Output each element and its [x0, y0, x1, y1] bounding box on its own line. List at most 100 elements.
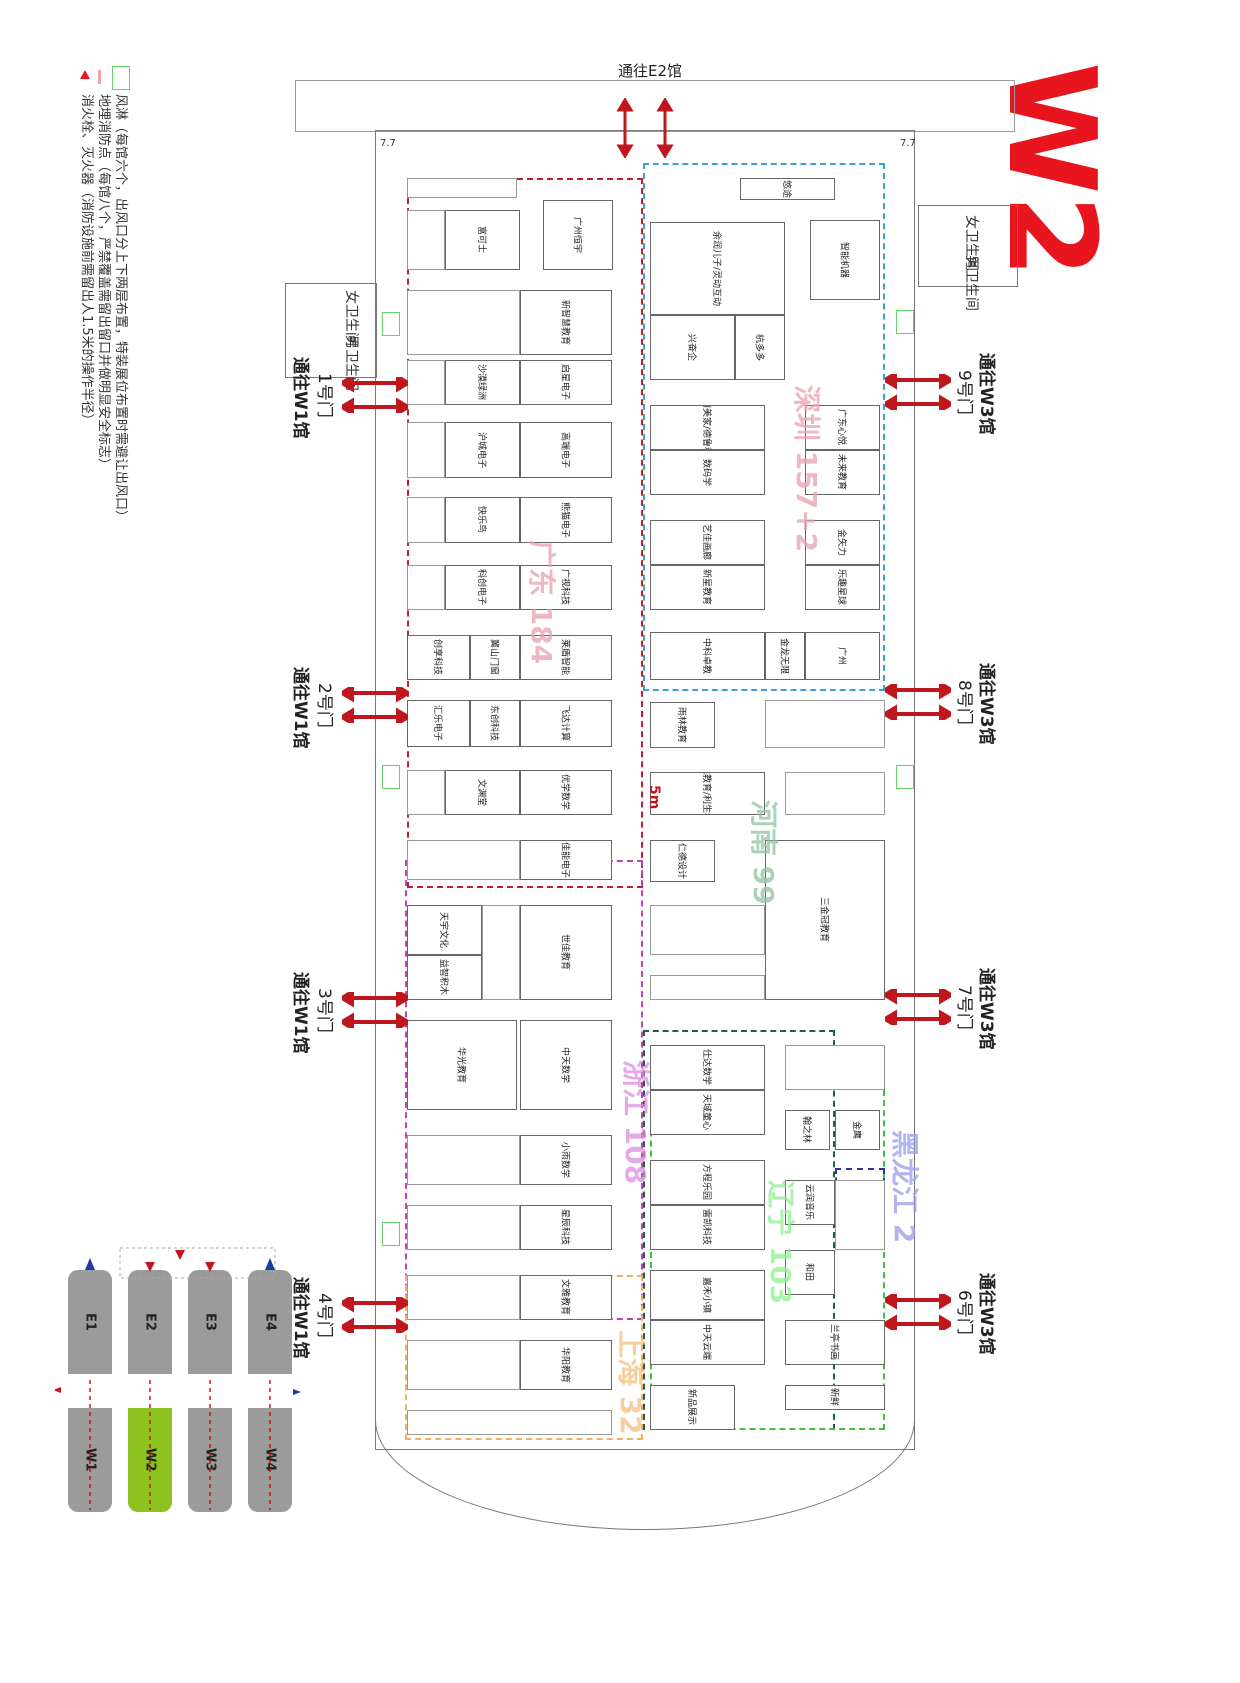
booth[interactable]: 新鲜: [785, 1385, 885, 1410]
booth-name: 新鲜: [828, 1388, 839, 1407]
booth[interactable]: 创享科技: [407, 635, 470, 680]
booth[interactable]: 未来教育: [805, 450, 880, 495]
door-number-left[interactable]: 1号门: [314, 373, 334, 418]
booth-name: 三金冠教育: [818, 897, 829, 943]
booth[interactable]: 兰亭书画: [785, 1320, 885, 1365]
legend-fire-point: 地埋消防点（每馆八个，严禁覆盖需留出留口并做明显安全标志）: [96, 94, 111, 472]
booth[interactable]: 数码学: [650, 450, 765, 495]
booth[interactable]: 三金冠教育: [765, 840, 885, 1000]
door-number-right[interactable]: 9号门: [954, 370, 974, 415]
booth-name: 小雨数学: [559, 1141, 570, 1178]
booth[interactable]: 文雅教育: [520, 1275, 612, 1320]
booth[interactable]: 华光教育: [407, 1020, 517, 1110]
booth[interactable]: 佳能电子: [520, 840, 612, 880]
minimap-hall-label: W4: [262, 1448, 278, 1472]
booth-name: 智能机器: [838, 241, 849, 278]
booth[interactable]: 熊猫电子: [520, 497, 612, 543]
booth-name: 华阳教育: [559, 1346, 570, 1383]
booth[interactable]: 中科卓教: [650, 632, 765, 680]
booth[interactable]: 莱盾智能: [520, 635, 612, 680]
door-arrows-right: [885, 374, 951, 410]
booth-small: [407, 770, 445, 815]
booth-name: 嘉禾小镇: [701, 1276, 711, 1313]
booth[interactable]: 金龙无限: [765, 632, 805, 680]
booth[interactable]: 优学数学: [520, 770, 612, 815]
booth[interactable]: 汇乐电子: [407, 700, 470, 747]
booth[interactable]: 智能机器: [810, 220, 880, 300]
booth[interactable]: 仁德设计: [650, 840, 715, 882]
booth[interactable]: 嘉禾小镇: [650, 1270, 765, 1320]
hall-title: W2: [981, 62, 1120, 278]
minimap-flow-arrows: [55, 1247, 301, 1510]
booth[interactable]: 方程乐园: [650, 1160, 765, 1205]
booth-name: 未来教育: [836, 454, 846, 491]
booth[interactable]: 快乐鸟: [445, 497, 520, 543]
booth[interactable]: 广州恒宇: [543, 200, 613, 270]
booth[interactable]: 富可士: [445, 210, 520, 270]
region-henan-border: [643, 1030, 835, 1430]
booth[interactable]: 东创科技: [470, 700, 520, 747]
region-shenzhen-border: [643, 163, 885, 691]
booth[interactable]: 飞达计算: [520, 700, 612, 747]
booth[interactable]: 天宇文化: [407, 905, 482, 955]
booth[interactable]: 中天云端: [650, 1320, 765, 1365]
region-label-guangdong: 广东 184: [525, 540, 558, 665]
door-number-left[interactable]: 3号门: [314, 988, 334, 1033]
booth[interactable]: 雨林教育: [650, 702, 715, 748]
booth[interactable]: 金矢力: [805, 520, 880, 565]
booth[interactable]: 大丽美家/德鲁科技: [650, 405, 765, 450]
booth[interactable]: 科创电子: [445, 565, 520, 610]
exit-to-w1-label: 通往W1馆: [290, 357, 310, 439]
booth[interactable]: 艺佳画廊: [650, 520, 765, 565]
booth[interactable]: 雷凯科技: [650, 1205, 765, 1250]
door-number-left[interactable]: 4号门: [314, 1293, 334, 1338]
booth[interactable]: 中天数学: [520, 1020, 612, 1110]
booth[interactable]: 和田: [785, 1250, 835, 1295]
booth[interactable]: 兴奋企: [650, 315, 735, 380]
booth[interactable]: 天域童心: [650, 1090, 765, 1135]
booth-small: [407, 1410, 612, 1435]
booth[interactable]: 沪城电子: [445, 422, 520, 478]
booth[interactable]: 小雨数学: [520, 1135, 612, 1185]
door-number-right[interactable]: 6号门: [954, 1290, 974, 1335]
booth[interactable]: 仕达数学: [650, 1045, 765, 1090]
door-number-right[interactable]: 8号门: [954, 680, 974, 725]
booth[interactable]: 悠途: [740, 178, 835, 200]
booth[interactable]: 新智慧教育: [520, 290, 612, 355]
booth[interactable]: 三航教育/利生科技: [650, 772, 765, 815]
booth[interactable]: 广视科技: [520, 565, 612, 610]
booth-small: [482, 905, 520, 1000]
booth-small: [407, 1340, 520, 1390]
booth[interactable]: 翰之林: [785, 1110, 830, 1150]
booth[interactable]: 乐趣星球: [805, 565, 880, 610]
booth[interactable]: 余润儿子/灵动互动: [650, 222, 785, 315]
booth[interactable]: 翼山门窗: [470, 635, 520, 680]
exit-to-w3-label: 通往W3馆: [976, 968, 996, 1050]
booth[interactable]: 杭多多: [735, 315, 785, 380]
booth[interactable]: 启星电子: [520, 360, 612, 405]
booth[interactable]: 云润音乐: [785, 1180, 835, 1225]
air-shower-icon: [382, 312, 400, 336]
booth-small: [407, 210, 445, 270]
booth-name: 天域童心: [701, 1094, 711, 1131]
booth[interactable]: 星辰科技: [520, 1205, 612, 1250]
booth[interactable]: 益智积木: [407, 955, 482, 1000]
region-label-heilongjiang: 黑龙江 2: [888, 1130, 921, 1244]
booth-name: 悠途: [781, 179, 791, 198]
booth-name: 雨林教育: [676, 706, 686, 743]
booth[interactable]: 新星教育: [650, 565, 765, 610]
booth-name: 高端电子: [559, 431, 570, 468]
booth-name: 世佳教育: [559, 934, 570, 971]
booth[interactable]: 世佳教育: [520, 905, 612, 1000]
booth[interactable]: 新品展示: [650, 1385, 735, 1430]
booth[interactable]: 沙漠绿洲: [445, 360, 520, 405]
door-number-left[interactable]: 2号门: [314, 683, 334, 728]
booth[interactable]: 广东心悦: [805, 405, 880, 450]
minimap-hall-label: E2: [142, 1313, 158, 1331]
booth[interactable]: 华阳教育: [520, 1340, 612, 1390]
booth[interactable]: 文渊堂: [445, 770, 520, 815]
door-number-right[interactable]: 7号门: [954, 985, 974, 1030]
booth[interactable]: 高端电子: [520, 422, 612, 478]
booth[interactable]: 广州: [805, 632, 880, 680]
booth[interactable]: 金鹰: [835, 1110, 880, 1150]
